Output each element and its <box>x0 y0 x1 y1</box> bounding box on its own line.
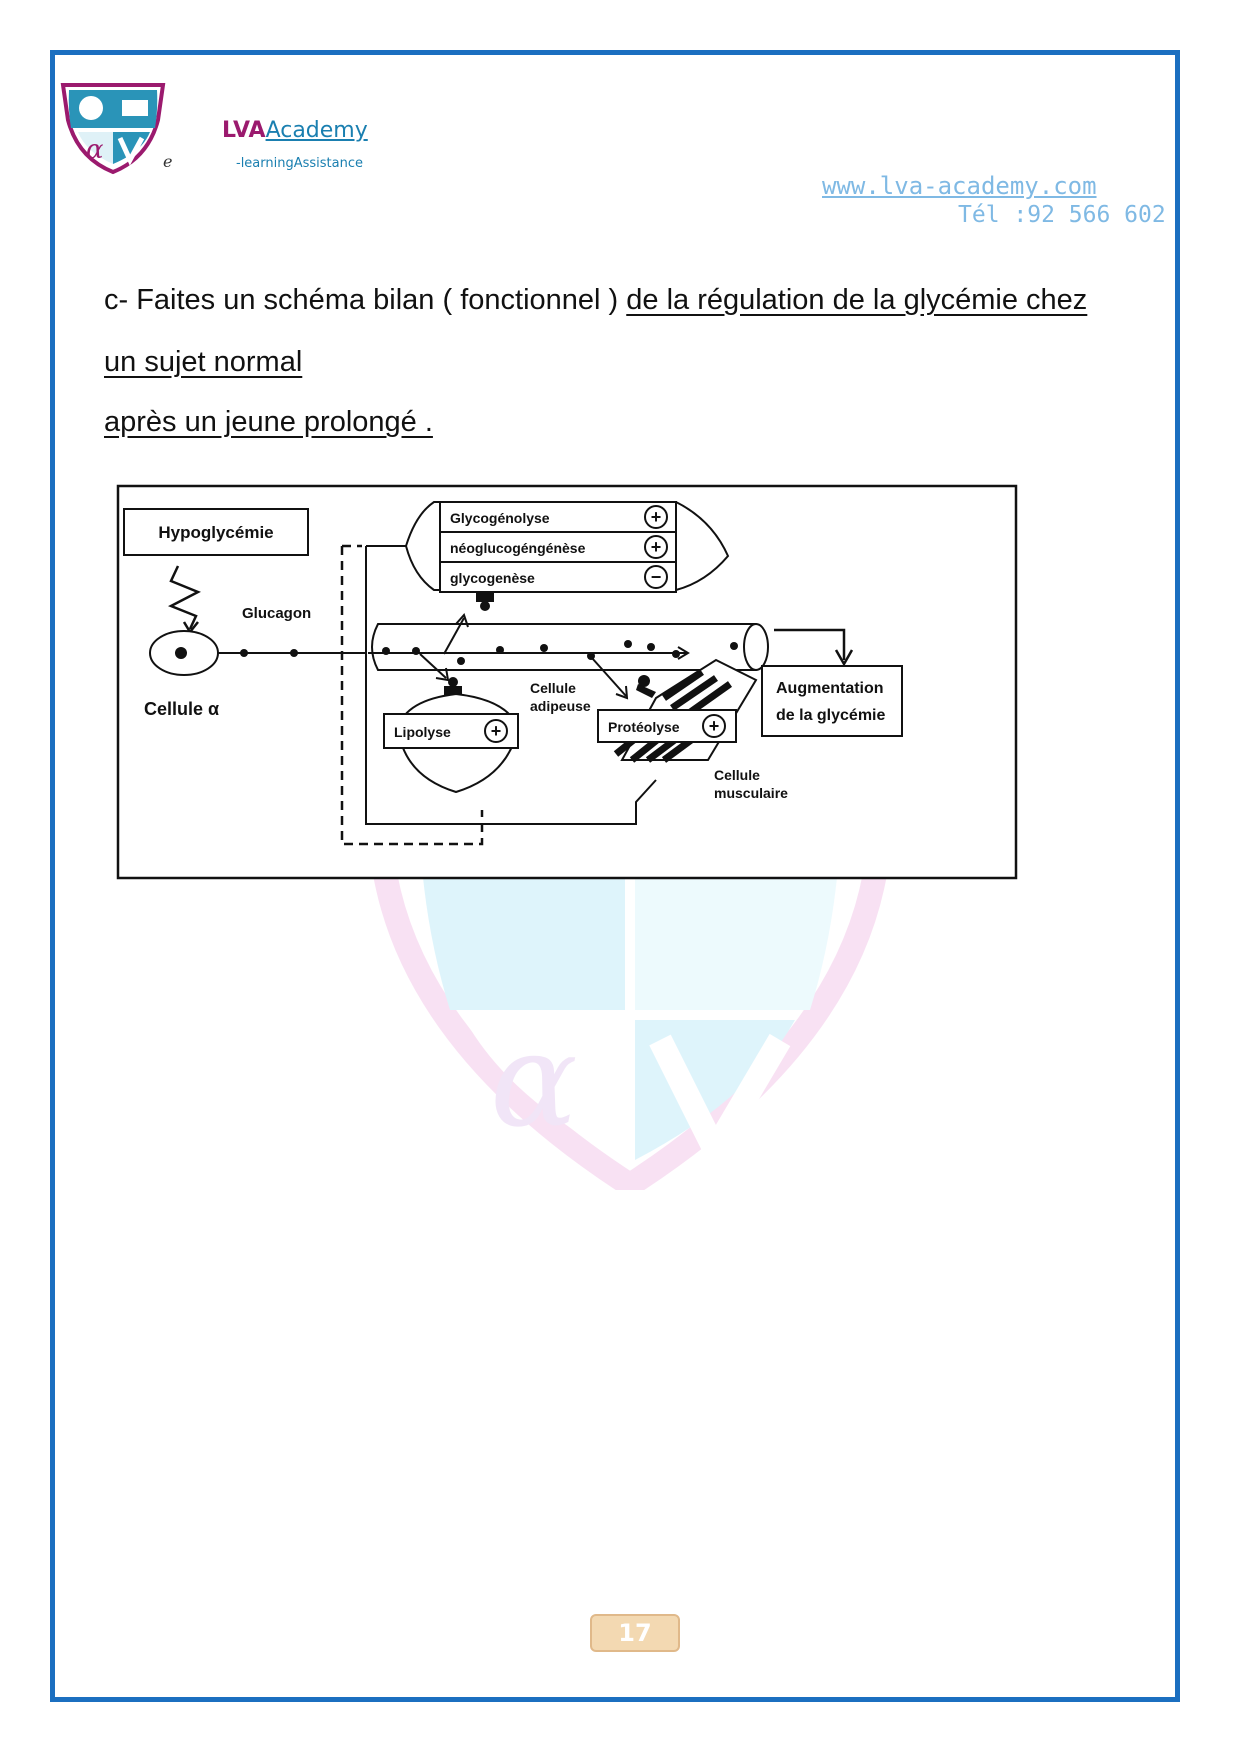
process-glycogenese: glycogenèse <box>450 570 535 586</box>
question-subject: un sujet normal <box>104 346 303 378</box>
hypoglycemie-label: Hypoglycémie <box>158 523 273 542</box>
solid-feedback <box>365 546 657 825</box>
question-condition: après un jeune prolongé . <box>104 406 433 438</box>
question-line-2: un sujet normal <box>104 346 302 379</box>
adipose-label-2: adipeuse <box>530 698 591 714</box>
neoglucogenese-plus: + <box>651 537 662 557</box>
hypoglycemie-box <box>123 508 309 556</box>
process-glycogenolyse: Glycogénolyse <box>450 510 550 526</box>
svg-text:α: α <box>490 1004 578 1156</box>
question-line-1: c- Faites un schéma bilan ( fonctionnel … <box>104 284 1087 317</box>
glucagon-label: Glucagon <box>242 605 311 622</box>
brand-lva: LVA <box>222 118 266 143</box>
brand-tagline: -learningAssistance <box>236 156 363 171</box>
brand-e-mark: e <box>163 152 173 171</box>
question-line-3: après un jeune prolongé . <box>104 406 433 439</box>
glycogenolyse-plus: + <box>651 507 662 527</box>
glycogenese-minus: − <box>651 567 662 587</box>
augmentation-label-2: de la glycémie <box>776 707 885 724</box>
glycemia-regulation-diagram: Hypoglycémie Glucagon Cellule α Glycogén… <box>116 484 1018 880</box>
alpha-cell-nucleus <box>175 647 187 659</box>
stimulus-zigzag <box>168 565 201 630</box>
liver-receptor <box>476 592 494 602</box>
svg-text:α: α <box>86 135 104 165</box>
phone-number: Tél :92 566 602 <box>958 202 1166 228</box>
lva-academy-logo: α <box>60 83 166 175</box>
brand-name: LVAAcademy <box>222 120 368 142</box>
page-number-badge: 17 <box>590 1614 680 1652</box>
question-prefix: c- Faites un schéma bilan ( fonctionnel … <box>104 284 627 316</box>
watermark-logo: α <box>370 830 890 1190</box>
website-link[interactable]: www.lva-academy.com <box>822 172 1097 200</box>
page-border <box>50 50 1180 1702</box>
augmentation-box <box>761 665 903 737</box>
muscle-label-2: musculaire <box>714 785 788 801</box>
adipose-label-1: Cellule <box>530 680 576 696</box>
lipolyse-plus: + <box>491 721 502 741</box>
lipolyse-label: Lipolyse <box>394 724 451 740</box>
proteolyse-label: Protéolyse <box>608 719 680 735</box>
proteolyse-plus: + <box>709 716 720 736</box>
process-neoglucogenese: néoglucogéngénèse <box>450 540 586 556</box>
augmentation-label-1: Augmentation <box>776 680 884 697</box>
muscle-receptor <box>638 675 650 687</box>
cellule-alpha-label: Cellule α <box>144 699 219 719</box>
muscle-label-1: Cellule <box>714 767 760 783</box>
dashed-feedback <box>340 546 484 846</box>
brand-academy: Academy <box>265 118 368 143</box>
question-underlined: de la régulation de la glycémie chez <box>626 284 1088 316</box>
